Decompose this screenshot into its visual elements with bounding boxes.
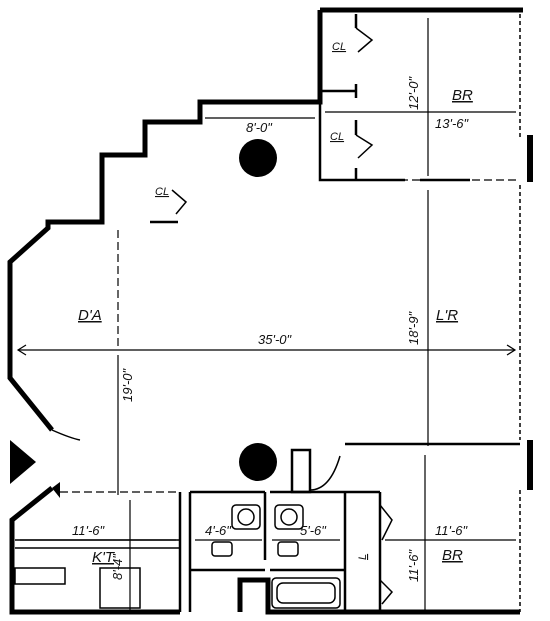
room-label-lr: L'R [436, 307, 458, 324]
dim-kitchen-width: 11'-6" [72, 523, 106, 538]
door-swings [171, 27, 394, 605]
dim-br-bottom-width: 11'-6" [435, 523, 469, 538]
entry-door [51, 429, 81, 441]
closet-label-1: CL [332, 41, 346, 53]
wall-corner [52, 482, 60, 498]
dim-br-bottom-depth: 11'-6" [406, 548, 421, 582]
column-top [239, 139, 277, 177]
room-label-br-bottom: BR [442, 547, 463, 564]
exterior-walls [7, 7, 523, 615]
right-wall-windows [519, 14, 533, 612]
interior-walls [150, 14, 520, 612]
dim-br-top-depth: 12'-0" [406, 75, 421, 110]
dimension-lines [16, 18, 520, 612]
dim-kitchen-depth: 8'-4" [110, 553, 125, 580]
closet-label-3: CL [155, 186, 169, 198]
dim-da-depth: 19'-0" [120, 367, 135, 402]
dim-br-top-width: 13'-6" [435, 116, 470, 131]
dim-overall-width: 35'-0" [258, 332, 293, 347]
dim-bath2-width: 5'-6" [300, 523, 327, 538]
entry-arrow-icon [10, 440, 36, 484]
bath-fixtures [211, 504, 341, 609]
room-label-kt: K'T [92, 549, 116, 566]
column-bottom [239, 443, 277, 481]
dim-alcove-width: 8'-0" [246, 120, 273, 135]
room-label-br-top: BR [452, 87, 473, 104]
closet-label-2: CL [330, 131, 344, 143]
linen-closet-label: L [357, 554, 369, 560]
room-label-da: D'A [78, 307, 102, 324]
dim-lr-depth: 18'-9" [406, 310, 421, 345]
dim-bath1-width: 4'-6" [205, 523, 232, 538]
